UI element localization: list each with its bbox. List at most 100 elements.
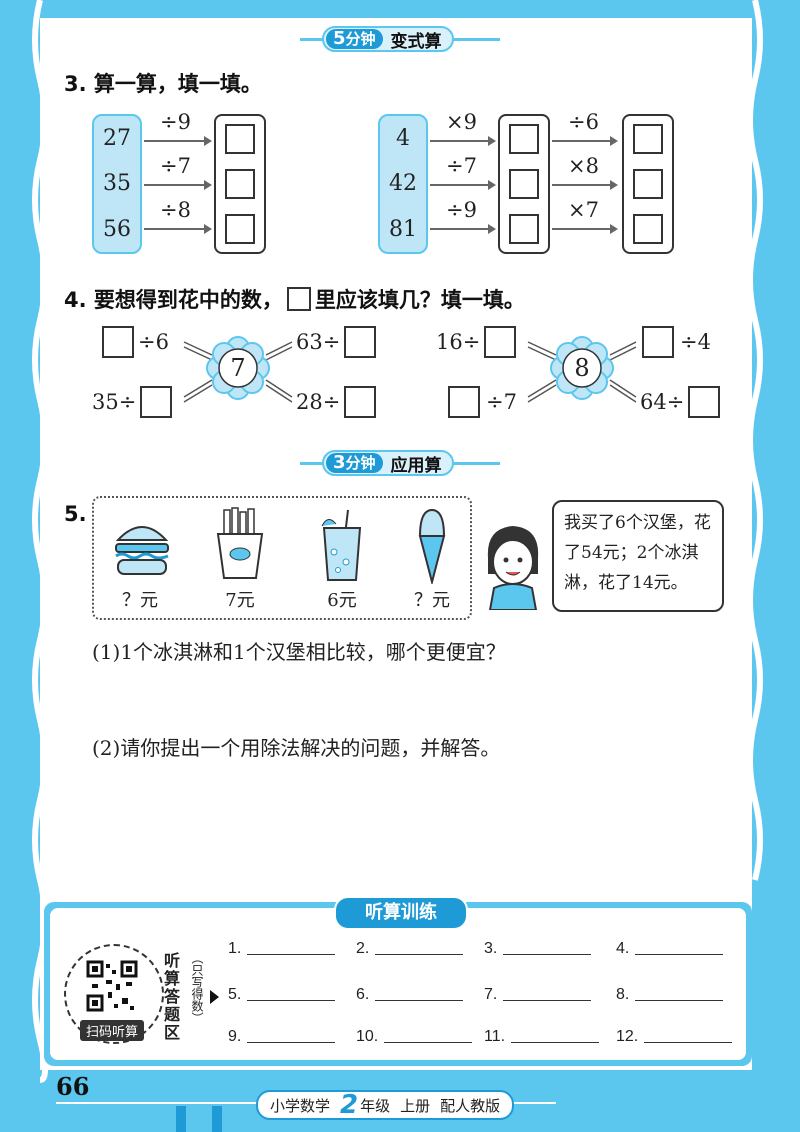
- q3-op: ×8: [568, 154, 599, 178]
- answer-slot[interactable]: 3.: [484, 940, 592, 958]
- q3-op: ÷7: [446, 154, 477, 178]
- price-label: 6元: [327, 590, 357, 611]
- flower-icon: 7: [206, 336, 270, 400]
- qr-code-icon[interactable]: [86, 960, 138, 1012]
- price-label: ？元: [122, 590, 158, 611]
- price-label: ？元: [414, 590, 450, 611]
- arrow-icon: [144, 224, 212, 234]
- subquestion-2: (2)请你提出一个用除法解决的问题，并解答。: [92, 736, 501, 760]
- arrow-icon: [430, 180, 496, 190]
- answer-slot[interactable]: 7.: [484, 986, 592, 1004]
- q3-op: ÷8: [160, 198, 191, 222]
- answer-slot[interactable]: 12.: [616, 1028, 733, 1046]
- drink-icon: [321, 509, 362, 581]
- subquestion-1: (1)1个冰淇淋和1个汉堡相比较，哪个更便宜？: [92, 640, 506, 664]
- hamburger-icon: [115, 526, 169, 575]
- qr-label: 扫码听算: [80, 1020, 145, 1041]
- q3-left-numbers: 27 35 56: [92, 114, 142, 254]
- arrow-icon: [552, 224, 618, 234]
- price-label: 7元: [225, 590, 255, 611]
- answer-box[interactable]: [140, 386, 173, 418]
- q3-op: ÷6: [568, 110, 599, 134]
- arrow-icon: [144, 180, 212, 190]
- expr-bl: 35÷: [92, 386, 173, 418]
- answer-box[interactable]: [102, 326, 134, 358]
- footer-info: 小学数学 2 年级 上册 配人教版: [256, 1090, 515, 1120]
- question-3-title: 3. 算一算，填一填。: [64, 72, 262, 96]
- answer-box[interactable]: [344, 326, 377, 358]
- answer-box[interactable]: [225, 168, 255, 199]
- answer-box[interactable]: [509, 123, 539, 154]
- q3-answer-column: [214, 114, 266, 254]
- answer-box[interactable]: [633, 214, 663, 245]
- section-banner-variant: 5分钟 变式算: [300, 26, 500, 52]
- arrow-icon: [552, 180, 618, 190]
- arrow-icon: [144, 136, 212, 146]
- answer-box[interactable]: [509, 214, 539, 245]
- answer-box[interactable]: [633, 168, 663, 199]
- q3-op: ×7: [568, 198, 599, 222]
- answer-box[interactable]: [225, 214, 255, 245]
- answer-slot[interactable]: 6.: [356, 986, 464, 1004]
- fries-icon: [216, 507, 264, 579]
- flower-value: 8: [574, 354, 590, 382]
- answer-area-label: 听算答题区: [164, 951, 181, 1042]
- flower-icon: 8: [550, 336, 614, 400]
- answer-box[interactable]: [688, 386, 721, 418]
- expr-tr: 63÷: [296, 326, 377, 358]
- speech-bubble: 我买了6个汉堡，花了54元；2个冰淇淋，花了14元。: [552, 500, 724, 612]
- blank-box-icon: [286, 287, 311, 311]
- answer-note: （只写得数）: [190, 952, 204, 1024]
- answer-slot[interactable]: 2.: [356, 940, 464, 958]
- answer-slot[interactable]: 4.: [616, 940, 724, 958]
- answer-box[interactable]: [484, 326, 517, 358]
- expr-br: 64÷: [640, 386, 721, 418]
- listening-title: 听算训练: [334, 896, 468, 930]
- expr-br: 28÷: [296, 386, 377, 418]
- q3-op: ×9: [446, 110, 477, 134]
- question-4-title: 4. 要想得到花中的数， 里应该填几？填一填。: [64, 287, 525, 312]
- q3-op: ÷9: [446, 198, 477, 222]
- answer-box[interactable]: [509, 168, 539, 199]
- arrow-icon: [430, 224, 496, 234]
- question-5-number: 5.: [64, 502, 87, 526]
- food-price-panel: [92, 496, 472, 620]
- answer-slot[interactable]: 5.: [228, 986, 336, 1004]
- expr-tl: ÷6: [102, 326, 169, 358]
- section-title: 变式算: [390, 31, 442, 52]
- expr-bl: ÷7: [448, 386, 517, 418]
- arrow-icon: [552, 136, 618, 146]
- girl-avatar: [487, 526, 539, 610]
- answer-box[interactable]: [642, 326, 674, 358]
- arrow-icon: [430, 136, 496, 146]
- answer-box[interactable]: [225, 123, 255, 154]
- answer-box[interactable]: [633, 123, 663, 154]
- answer-slot[interactable]: 10.: [356, 1028, 473, 1046]
- answer-slot[interactable]: 1.: [228, 940, 336, 958]
- answer-slot[interactable]: 8.: [616, 986, 724, 1004]
- play-triangle-icon: [210, 990, 219, 1004]
- flower-value: 7: [230, 354, 246, 382]
- minutes-badge: 5分钟: [326, 29, 383, 49]
- expr-tl: 16÷: [436, 326, 517, 358]
- answer-box[interactable]: [448, 386, 480, 418]
- q3-answer-column: [498, 114, 550, 254]
- answer-slot[interactable]: 11.: [484, 1028, 600, 1046]
- tab-marker: [212, 1106, 222, 1132]
- q3-answer-column: [622, 114, 674, 254]
- section-title: 应用算: [390, 455, 442, 476]
- q3-op: ÷9: [160, 110, 191, 134]
- page-number: 66: [56, 1072, 90, 1101]
- ice-cream-icon: [418, 508, 446, 584]
- q3-right-numbers: 4 42 81: [378, 114, 428, 254]
- answer-slot[interactable]: 9.: [228, 1028, 336, 1046]
- answer-box[interactable]: [344, 386, 377, 418]
- qr-circle: [64, 944, 164, 1044]
- expr-tr: ÷4: [642, 326, 711, 358]
- q3-op: ÷7: [160, 154, 191, 178]
- section-banner-applied: 3分钟 应用算: [300, 450, 500, 476]
- minutes-badge: 3分钟: [326, 453, 383, 473]
- tab-marker: [176, 1106, 186, 1132]
